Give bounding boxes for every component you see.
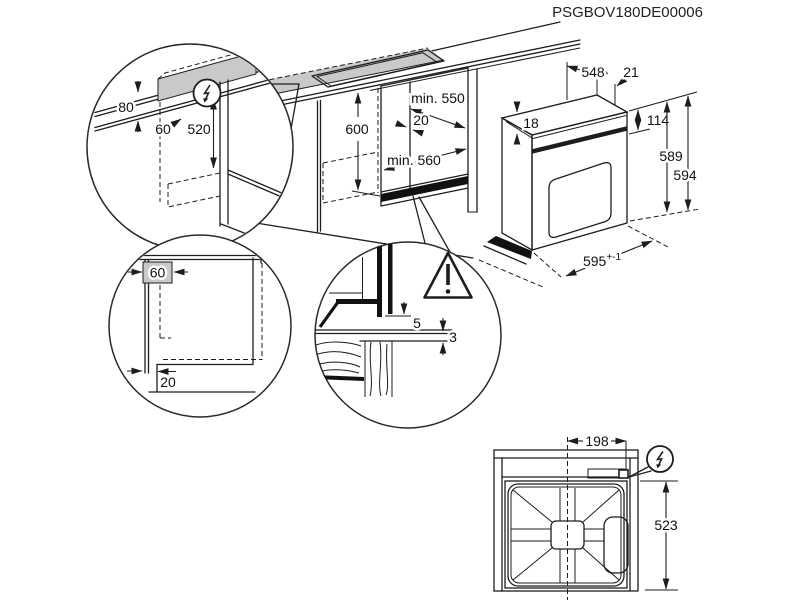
dim-top-recess: 18 bbox=[523, 115, 539, 131]
dim-inner-height: 589 bbox=[659, 148, 683, 164]
dim-plinth-inset: 20 bbox=[160, 374, 176, 390]
control-panel-band bbox=[531, 126, 628, 154]
side-detail-circle: 60 20 bbox=[108, 234, 292, 418]
lightning-bolt-icon bbox=[192, 78, 222, 108]
rear-brace bbox=[511, 488, 629, 583]
oven-projection: 548 21 18 114 589 594 595+-1 bbox=[483, 62, 701, 278]
oven-base-plinth bbox=[487, 236, 532, 259]
callout-wedge-power bbox=[270, 83, 300, 130]
oven-door-window bbox=[548, 161, 612, 239]
dim-niche-height: 600 bbox=[345, 121, 369, 137]
power-detail-circle: 80 60 520 bbox=[86, 43, 294, 251]
dim-panel-height: 114 bbox=[647, 112, 670, 128]
dim-zone-inset: 60 bbox=[155, 121, 171, 137]
dim-zone-height: 80 bbox=[118, 99, 134, 115]
wood-grain-hatch bbox=[315, 341, 393, 397]
dim-bottom-gap: 3 bbox=[449, 329, 457, 345]
lightning-bolt-icon-rear bbox=[628, 445, 674, 478]
electrical-zone-shading bbox=[237, 47, 445, 99]
dim-body-depth: 548 bbox=[581, 64, 605, 80]
drawer-outline-dashed bbox=[322, 151, 379, 204]
electrical-zone-box bbox=[158, 52, 256, 101]
warning-triangle-icon bbox=[423, 251, 473, 299]
product-code: PSGBOV180DE00006 bbox=[552, 4, 703, 21]
dim-rear-offset: 21 bbox=[623, 64, 639, 80]
dim-connection-offset: 198 bbox=[585, 433, 609, 449]
gap-detail-circle: 5 3 bbox=[314, 241, 502, 429]
callout-wedge-gap bbox=[412, 195, 456, 262]
dim-front-width: 595+-1 bbox=[583, 252, 622, 269]
dim-top-gap: 5 bbox=[413, 315, 421, 331]
dim-panel-gap: 20 bbox=[413, 112, 429, 128]
cooktop-cutout bbox=[311, 49, 445, 88]
cabinet-plinth-strip bbox=[381, 176, 468, 202]
dim-niche-width: min. 560 bbox=[387, 152, 441, 168]
terminal-box bbox=[587, 468, 629, 479]
dim-connection-drop: 523 bbox=[654, 517, 678, 533]
dim-overall-height: 594 bbox=[673, 167, 697, 183]
dim-niche-depth: min. 550 bbox=[411, 90, 465, 106]
electrical-zone-box-side bbox=[143, 262, 172, 283]
main-cabinet-view: 600 min. 550 20 min. 560 bbox=[237, 21, 581, 288]
dim-cable-drop: 520 bbox=[187, 121, 211, 137]
dim-top-inset: 60 bbox=[150, 265, 166, 281]
rear-view: 198 523 bbox=[493, 431, 680, 600]
